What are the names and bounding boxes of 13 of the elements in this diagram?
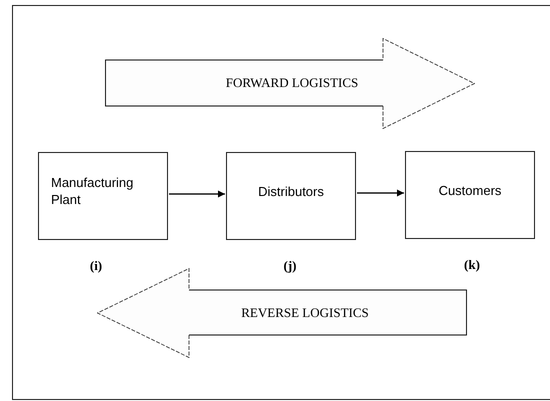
arrow-label: REVERSE LOGISTICS [241, 304, 369, 322]
box-label: Manufacturing Plant [51, 174, 134, 208]
process-box [405, 151, 535, 239]
arrow [357, 190, 404, 196]
process-box [38, 152, 168, 240]
arrow [169, 190, 225, 198]
roman-numeral-label: (i) [88, 257, 104, 275]
box-label: Distributors [258, 182, 324, 200]
box-label: Customers [438, 182, 502, 198]
process-box [226, 152, 356, 240]
roman-numeral-label: (j) [282, 257, 298, 275]
roman-numeral-label: (k) [463, 256, 481, 274]
arrow-label: FORWARD LOGISTICS [226, 74, 358, 92]
